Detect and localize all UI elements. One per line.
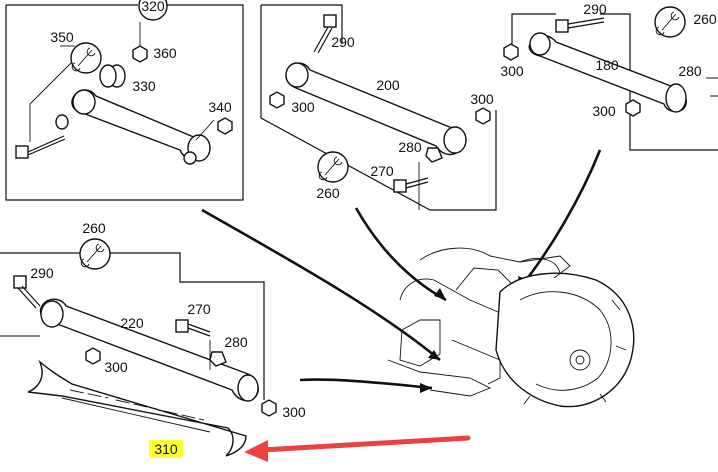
label-320: 320: [141, 0, 165, 14]
nut-300-top-b: [475, 107, 491, 125]
wrench-icon: [654, 6, 686, 38]
label-300-top-b: 300: [470, 91, 494, 107]
label-280-top: 280: [398, 139, 422, 155]
nut-300-right-b: [625, 99, 641, 117]
bolt-270-left: [175, 319, 189, 333]
label-300-right-a: 300: [500, 63, 524, 79]
label-310: 310: [154, 441, 178, 457]
label-300-left-b: 300: [282, 404, 306, 420]
pointer-lines: [201, 149, 602, 393]
wheel-assembly: [387, 247, 635, 408]
nut-360: [132, 45, 148, 63]
nut-300-left-a: [85, 347, 101, 365]
nut-300-left-b: [261, 399, 277, 417]
bolt-290-right: [555, 19, 569, 33]
label-300-top-a: 300: [291, 99, 315, 115]
label-180: 180: [595, 57, 619, 73]
label-260-top: 260: [316, 185, 340, 201]
bolt-270-top: [393, 179, 407, 193]
label-280-left: 280: [224, 334, 248, 350]
panel-upper-middle: 290 200 300 300 280 270 260: [260, 4, 497, 211]
label-270-top: 270: [370, 163, 394, 179]
bolt-290: [323, 14, 337, 28]
label-360: 360: [153, 45, 177, 61]
callout-circle-320: [138, 0, 168, 21]
label-300-right-b: 300: [592, 103, 616, 119]
label-310-highlight: [149, 440, 183, 458]
wrench-icon: [317, 151, 349, 183]
part-310-plate: [27, 359, 247, 457]
panel-upper-right: 290 260 300 180 280 300: [500, 1, 718, 151]
label-300-left-a: 300: [104, 359, 128, 375]
label-290-top: 290: [331, 34, 355, 50]
wrench-icon: [70, 42, 102, 74]
label-280-right: 280: [678, 63, 702, 79]
label-260-left: 260: [82, 220, 106, 236]
bolt-290-left: [13, 275, 27, 289]
label-330: 330: [132, 78, 156, 94]
label-290-left: 290: [30, 265, 54, 281]
label-260-right: 260: [693, 11, 717, 27]
washer-280-top: [425, 147, 443, 163]
panel-upper-left: 320 350 360 330 340: [5, 0, 244, 201]
bolt-upper-left: [15, 135, 66, 159]
nut-300-top-a: [269, 91, 285, 109]
arrow-icon: [244, 435, 471, 462]
label-200: 200: [376, 77, 400, 93]
nut-300-right-a: [503, 43, 519, 61]
label-350: 350: [50, 29, 74, 45]
label-270-left: 270: [187, 301, 211, 317]
wrench-icon: [79, 238, 111, 270]
panel-lower-left: 260 290 220 270 280 300 300: [0, 220, 306, 420]
label-220: 220: [120, 315, 144, 331]
control-arm-180: [528, 34, 687, 113]
label-290-right: 290: [583, 1, 607, 17]
nut-340: [217, 117, 233, 135]
label-340: 340: [208, 99, 232, 115]
